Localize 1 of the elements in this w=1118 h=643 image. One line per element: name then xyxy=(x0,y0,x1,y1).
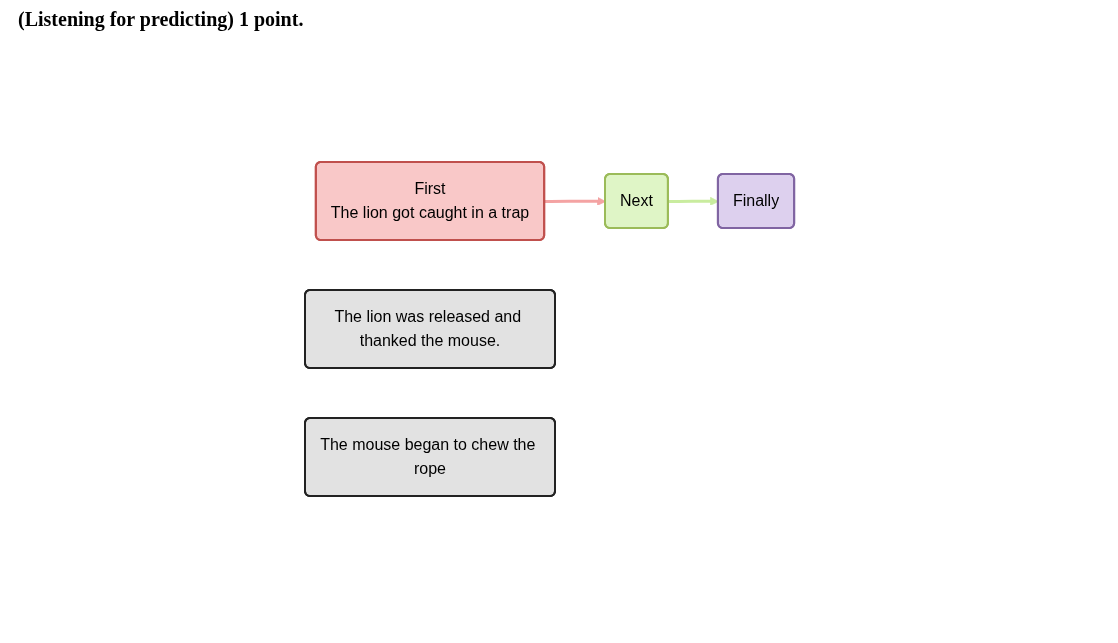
title: (Listening for predicting) 1 point. xyxy=(17,7,305,33)
